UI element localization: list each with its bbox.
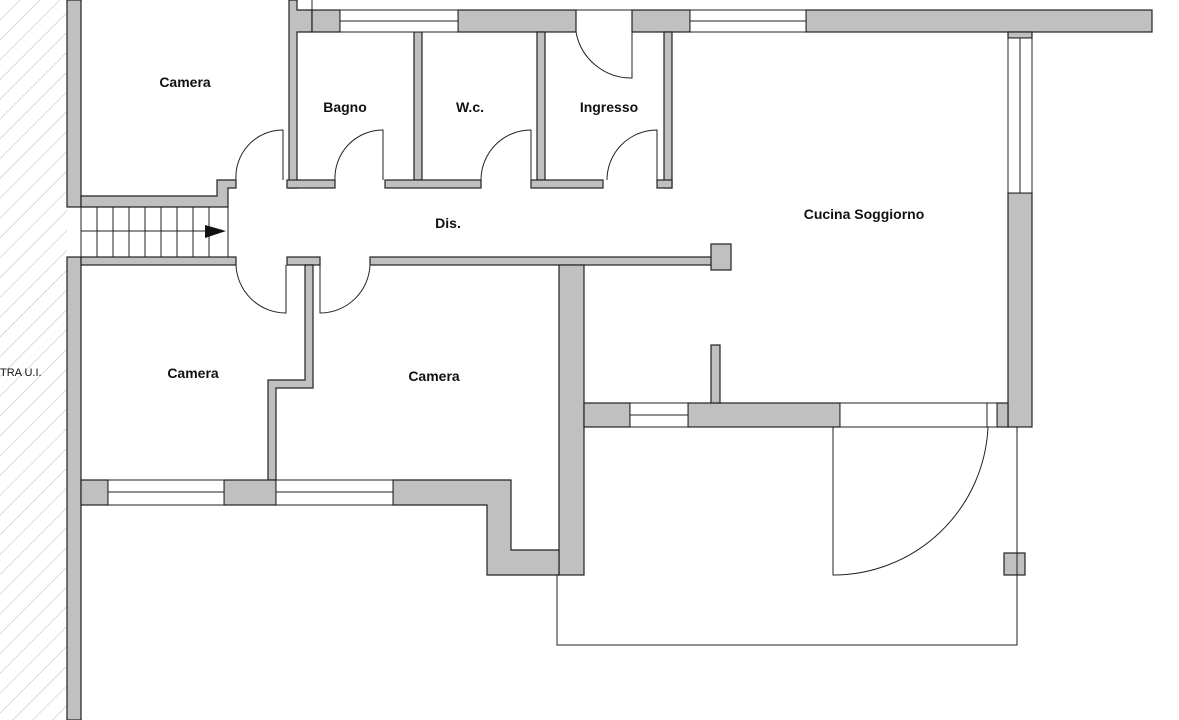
room-label-dis: Dis. [435, 215, 461, 231]
room-label-camera-bottom-mid: Camera [408, 368, 460, 384]
doors [235, 31, 989, 576]
walls [66, 0, 1153, 720]
room-label-camera-top: Camera [159, 74, 211, 90]
room-label-bagno: Bagno [323, 99, 367, 115]
neighbor-unit-hatch [0, 0, 67, 720]
staircase [80, 206, 229, 258]
windows [107, 0, 1033, 506]
terrace-outline [556, 427, 1018, 646]
room-label-cucina-soggiorno: Cucina Soggiorno [804, 206, 925, 222]
neighbor-unit-label: TRA U.I. [0, 367, 42, 379]
room-label-ingresso: Ingresso [580, 99, 638, 115]
stair-arrow-icon [205, 225, 226, 238]
room-label-wc: W.c. [456, 99, 484, 115]
room-label-camera-bottom-left: Camera [167, 365, 219, 381]
